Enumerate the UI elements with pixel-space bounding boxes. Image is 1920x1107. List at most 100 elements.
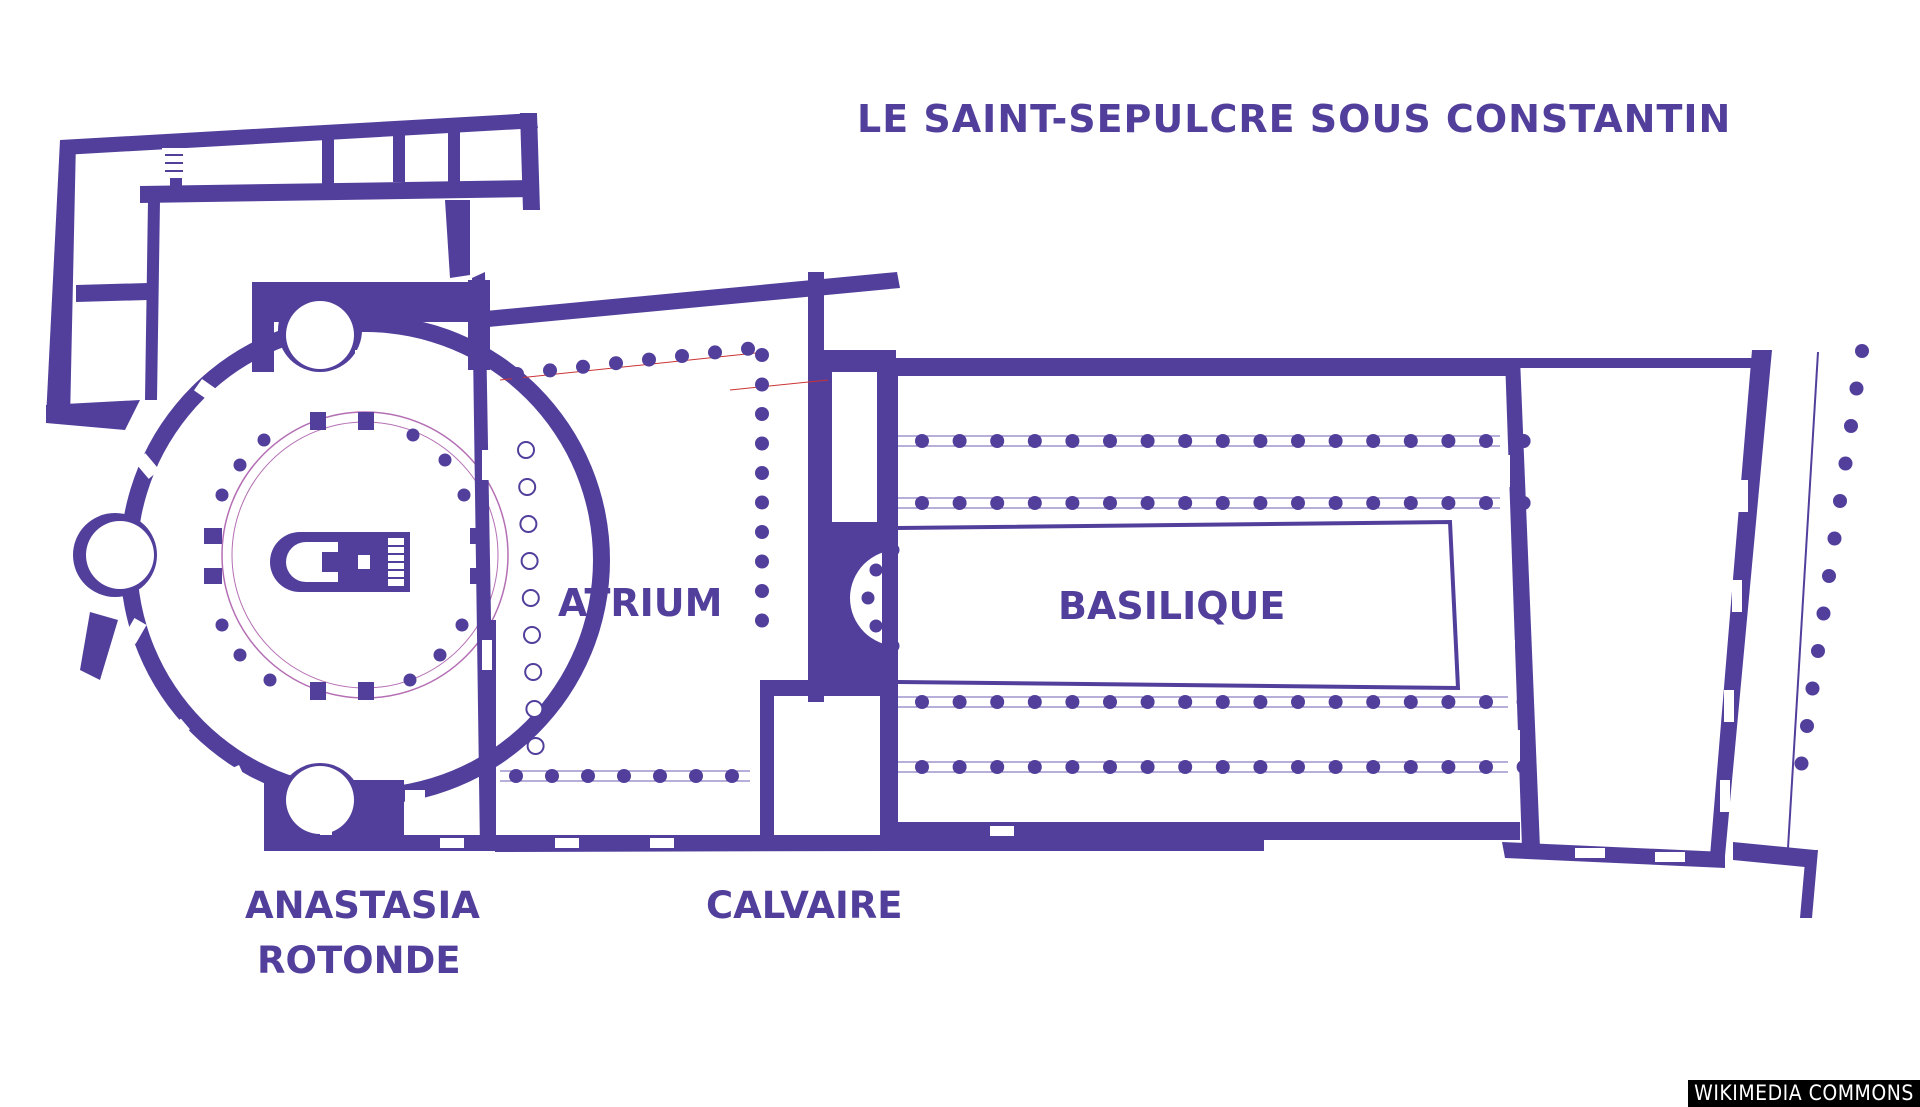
column-dot bbox=[1253, 496, 1268, 510]
column-dot bbox=[952, 434, 967, 448]
atrium-red-line bbox=[499, 351, 766, 381]
label-basilique: BASILIQUE bbox=[1058, 584, 1286, 628]
column-dot bbox=[1822, 569, 1836, 583]
column-dot bbox=[1027, 695, 1042, 709]
column-dot bbox=[1328, 760, 1343, 774]
column-dot bbox=[915, 434, 929, 448]
column-dot bbox=[1178, 434, 1193, 448]
column-dot bbox=[990, 496, 1005, 510]
column-dot bbox=[1403, 496, 1418, 510]
column-dot bbox=[523, 626, 541, 644]
edicule bbox=[270, 532, 410, 592]
column-dot bbox=[1215, 760, 1230, 774]
column-dot bbox=[525, 700, 544, 718]
column-dot bbox=[708, 345, 722, 360]
column-dot bbox=[1516, 695, 1531, 709]
column-dot bbox=[1816, 606, 1831, 621]
open-columns bbox=[517, 441, 545, 755]
column-dot bbox=[1811, 644, 1825, 658]
column-dot bbox=[1027, 496, 1042, 510]
column-dot bbox=[520, 552, 539, 570]
column-dot bbox=[1366, 496, 1381, 510]
column-dot bbox=[675, 349, 689, 363]
column-dot bbox=[517, 441, 535, 459]
rotunda-colonnade bbox=[204, 411, 509, 700]
column-dot bbox=[518, 478, 537, 496]
column-dot bbox=[1805, 681, 1820, 696]
column-dot bbox=[1849, 381, 1864, 396]
column-dot bbox=[1794, 756, 1809, 771]
column-dot bbox=[1366, 760, 1381, 774]
column-dot bbox=[1403, 695, 1418, 709]
column-dot bbox=[1291, 434, 1305, 448]
column-dot bbox=[1844, 419, 1858, 433]
column-dot bbox=[990, 695, 1005, 709]
rotunda-east-wall bbox=[472, 272, 496, 850]
column-dot bbox=[915, 496, 929, 510]
column-dot bbox=[1215, 496, 1230, 510]
column-dot bbox=[755, 525, 769, 539]
column-dot bbox=[1516, 434, 1531, 448]
column-dot bbox=[1065, 496, 1080, 510]
column-dot bbox=[1441, 496, 1456, 510]
column-dot bbox=[915, 695, 929, 709]
column-dot bbox=[1441, 760, 1456, 774]
column-dot bbox=[755, 554, 769, 569]
column-dot bbox=[1403, 760, 1418, 774]
column-dot bbox=[1800, 719, 1814, 733]
column-dot bbox=[519, 515, 538, 533]
east-line bbox=[1787, 351, 1819, 849]
column-dot bbox=[526, 737, 545, 755]
column-dot bbox=[755, 613, 769, 628]
column-dot bbox=[1253, 695, 1268, 709]
column-dot bbox=[755, 436, 769, 451]
column-dot bbox=[581, 769, 595, 783]
column-dot bbox=[1441, 695, 1456, 709]
label-calvaire: CALVAIRE bbox=[706, 884, 903, 927]
column-dot bbox=[1291, 496, 1305, 510]
column-dot bbox=[755, 466, 769, 480]
column-dot bbox=[509, 769, 523, 783]
column-dot bbox=[1253, 434, 1268, 448]
column-dot bbox=[1479, 695, 1493, 709]
column-dot bbox=[1065, 760, 1080, 774]
column-dot bbox=[1516, 496, 1531, 510]
basilica-openings bbox=[440, 455, 1748, 862]
column-dot bbox=[1140, 695, 1155, 709]
atrium-guide bbox=[729, 379, 829, 391]
column-dot bbox=[1328, 695, 1343, 709]
column-dot bbox=[725, 769, 739, 783]
column-dot bbox=[1140, 496, 1155, 510]
column-dot bbox=[1441, 434, 1456, 448]
column-dot bbox=[545, 769, 559, 783]
column-dot bbox=[1140, 760, 1155, 774]
basilica-walls bbox=[880, 350, 1818, 918]
column-dot bbox=[609, 356, 623, 371]
column-dot bbox=[1253, 760, 1268, 774]
column-dot bbox=[1291, 695, 1305, 709]
column-dot bbox=[952, 695, 967, 709]
column-dot bbox=[1027, 434, 1042, 448]
column-dot bbox=[1855, 344, 1869, 358]
column-dot bbox=[755, 495, 769, 510]
column-dot bbox=[1403, 434, 1418, 448]
column-dot bbox=[952, 496, 967, 510]
column-dot bbox=[755, 348, 769, 362]
column-dot bbox=[689, 769, 703, 783]
nave-outline bbox=[897, 519, 1461, 691]
column-dot bbox=[1838, 456, 1853, 471]
column-dot bbox=[869, 563, 883, 577]
label-rotonde: ROTONDE bbox=[257, 939, 461, 982]
column-dot bbox=[1479, 434, 1493, 448]
column-dot bbox=[1103, 434, 1117, 448]
column-dot bbox=[576, 359, 590, 374]
page-title: LE SAINT-SEPULCRE SOUS CONSTANTIN bbox=[857, 97, 1732, 141]
column-dot bbox=[1178, 695, 1193, 709]
column-dot bbox=[1291, 760, 1305, 774]
column-dot bbox=[543, 363, 557, 378]
column-dot bbox=[1215, 434, 1230, 448]
column-dot bbox=[990, 434, 1005, 448]
column-dot bbox=[1366, 695, 1381, 709]
column-dot bbox=[886, 543, 900, 557]
column-dot bbox=[1103, 760, 1117, 774]
